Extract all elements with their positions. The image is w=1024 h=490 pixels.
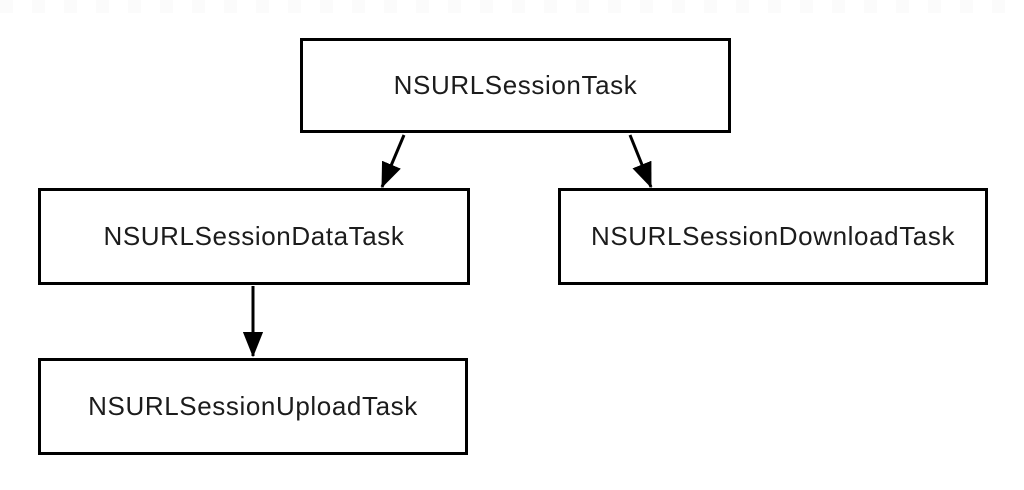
node-nsurlsessionuploadtask: NSURLSessionUploadTask: [38, 358, 468, 455]
edge-task-to-datatask: [380, 134, 406, 189]
node-label: NSURLSessionTask: [393, 70, 638, 100]
node-label: NSURLSessionDataTask: [103, 221, 405, 251]
edge-task-to-downloadtask: [628, 134, 653, 189]
node-label: NSURLSessionDownloadTask: [590, 221, 956, 251]
node-nsurlsessiontask: NSURLSessionTask: [300, 38, 731, 133]
node-label: NSURLSessionUploadTask: [88, 391, 418, 421]
node-nsurlsessiondownloadtask: NSURLSessionDownloadTask: [558, 188, 988, 285]
node-nsurlsessiondatatask: NSURLSessionDataTask: [38, 188, 470, 285]
